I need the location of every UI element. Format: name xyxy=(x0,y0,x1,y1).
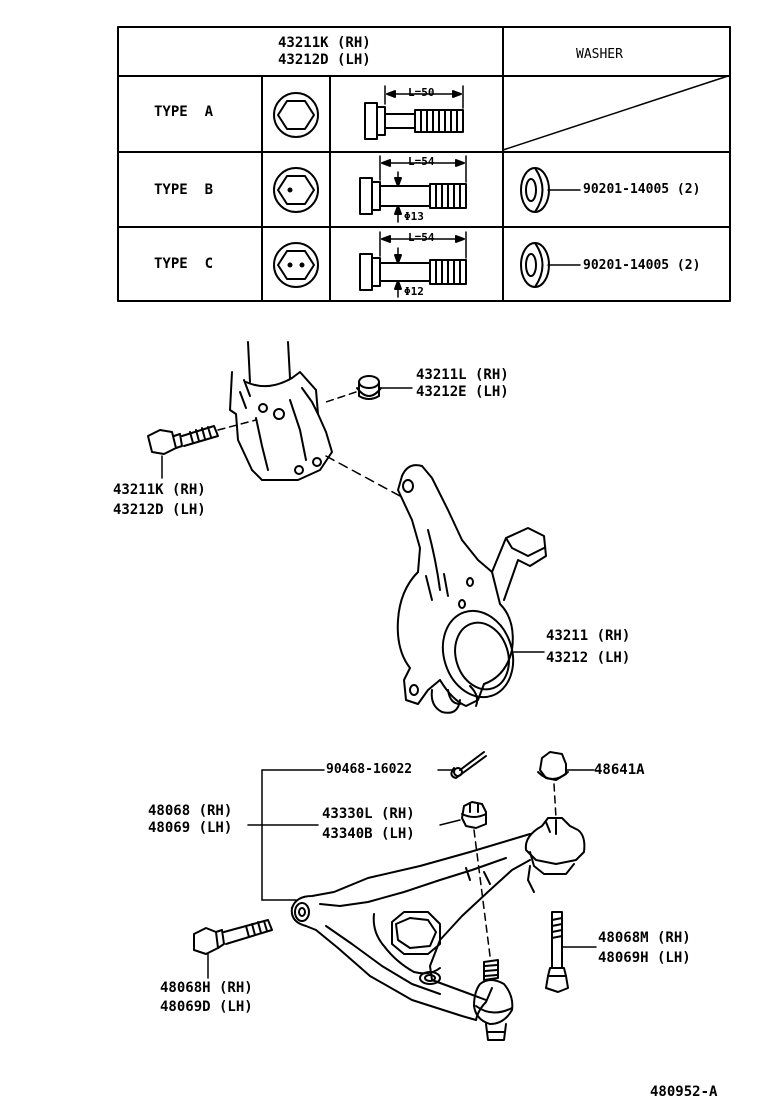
label-knuckle-rh: 43211 (RH) xyxy=(546,628,631,644)
type-c-bolt-icon xyxy=(359,231,467,298)
label-castle-nut-rh: 43330L (RH) xyxy=(322,806,415,822)
label-nut-rh: 43211L (RH) xyxy=(416,367,509,383)
row-b-diameter: Φ13 xyxy=(404,210,424,223)
label-bolt-rh: 43211K (RH) xyxy=(113,482,206,498)
row-c-type: TYPE C xyxy=(154,256,214,272)
camber-bolt-drawing xyxy=(147,425,219,479)
cotter-pin-drawing xyxy=(450,751,487,779)
table-header-washer: WASHER xyxy=(576,47,623,62)
row-b-washer-part: 90201-14005 (2) xyxy=(583,182,701,197)
label-castle-nut-lh: 43340B (LH) xyxy=(322,826,415,842)
figure-code: 480952-A xyxy=(650,1084,718,1100)
type-a-bolt-icon xyxy=(364,85,464,140)
ball-joint-top-drawing xyxy=(524,817,586,875)
type-c-washer-icon xyxy=(520,242,581,288)
label-arm-lh: 48069 (LH) xyxy=(148,820,233,836)
label-front-bolt-lh: 48069D (LH) xyxy=(160,999,253,1015)
label-bolt-lh: 43212D (LH) xyxy=(113,502,206,518)
steering-knuckle-drawing xyxy=(396,464,547,714)
type-a-hex-head-icon xyxy=(273,92,319,138)
row-c-diameter: Φ12 xyxy=(404,285,424,298)
label-cotter-pin: 90468-16022 xyxy=(326,762,413,777)
row-c-washer-part: 90201-14005 (2) xyxy=(583,258,701,273)
label-nut-lh: 43212E (LH) xyxy=(416,384,509,400)
type-c-hex-head-icon xyxy=(273,242,319,288)
label-rear-bolt-lh: 48069H (LH) xyxy=(598,950,691,966)
spec-table-grid xyxy=(117,26,731,302)
label-front-bolt-rh: 48068H (RH) xyxy=(160,980,253,996)
type-b-washer-icon xyxy=(520,167,581,213)
lower-arm-drawing xyxy=(290,833,535,1021)
label-rear-bolt-rh: 48068M (RH) xyxy=(598,930,691,946)
row-a-type: TYPE A xyxy=(154,104,214,120)
strut-bracket-drawing xyxy=(229,341,333,481)
table-header-bolt-rh: 43211K (RH) xyxy=(278,35,371,51)
label-arm-rh: 48068 (RH) xyxy=(148,803,233,819)
label-knuckle-lh: 43212 (LH) xyxy=(546,650,631,666)
arm-nut-drawing xyxy=(537,751,569,781)
lower-ball-joint-drawing xyxy=(473,959,514,1041)
row-c-length: L=54 xyxy=(408,231,435,244)
lower-arm-leaders xyxy=(207,769,597,979)
rear-arm-bolt-drawing xyxy=(545,911,569,993)
castle-nut-drawing xyxy=(461,801,487,829)
flange-nut-drawing xyxy=(356,375,413,400)
row-a-length: L=50 xyxy=(408,86,435,99)
row-b-type: TYPE B xyxy=(154,182,214,198)
table-header-bolt-lh: 43212D (LH) xyxy=(278,52,371,68)
type-b-hex-head-icon xyxy=(273,167,319,213)
label-arm-nut: 48641A xyxy=(594,762,645,778)
type-b-bolt-icon xyxy=(359,155,467,223)
front-arm-bolt-drawing xyxy=(193,919,273,955)
row-b-length: L=54 xyxy=(408,155,435,168)
